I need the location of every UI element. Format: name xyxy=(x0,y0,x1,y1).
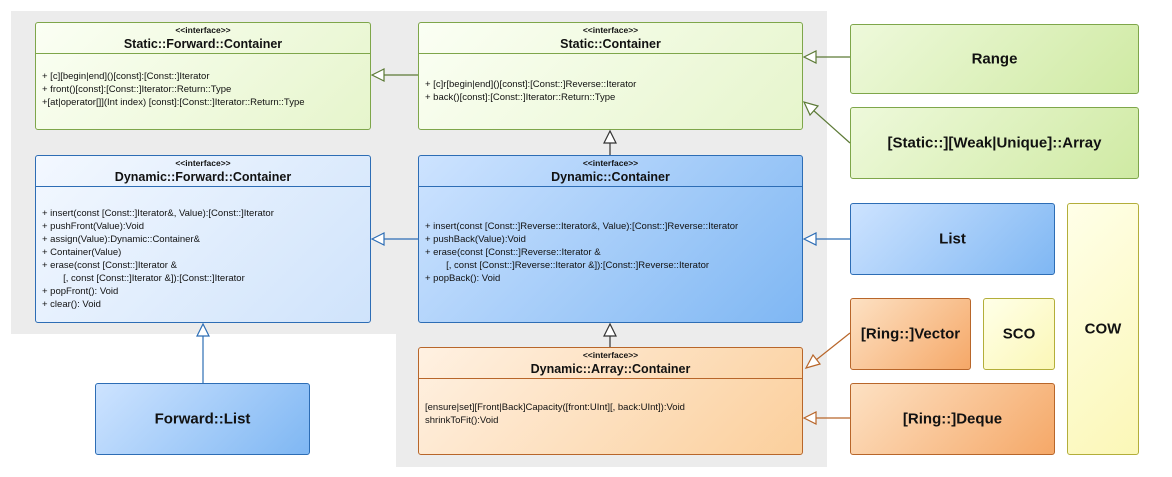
dynamic-array-container-interface[interactable]: <<interface>> Dynamic::Array::Container … xyxy=(418,347,803,455)
interface-name: Dynamic::Array::Container xyxy=(530,362,691,376)
member: + insert(const [Const::]Reverse::Iterato… xyxy=(425,221,739,232)
stereotype-label: <<interface>> xyxy=(582,158,639,168)
class-name: [Ring::]Vector xyxy=(860,325,961,343)
dynamic-container-interface[interactable]: <<interface>> Dynamic::Container + inser… xyxy=(418,155,803,323)
member: shrinkToFit():Void xyxy=(425,415,499,426)
sco-class[interactable]: SCO xyxy=(983,298,1055,370)
member: + assign(Value):Dynamic::Container& xyxy=(42,234,200,245)
class-name: Range xyxy=(971,50,1018,68)
member: [ensure|set][Front|Back]Capacity([front:… xyxy=(425,402,685,413)
generalization-dynamic-container-to-dynamic-forward-container xyxy=(370,232,418,246)
member: [, const [Const::]Iterator &]):[Const::]… xyxy=(42,273,245,284)
member: +[at|operator[]](Int index) [const]:[Con… xyxy=(42,97,305,108)
member: + Container(Value) xyxy=(42,247,122,258)
member: + [c]r[begin|end]()[const]:[Const::]Reve… xyxy=(425,79,637,90)
generalization-array-to-static-container xyxy=(802,101,851,144)
member: + pushFront(Value):Void xyxy=(42,221,145,232)
member: + erase(const [Const::]Reverse::Iterator… xyxy=(425,247,601,258)
forward-list-class[interactable]: Forward::List xyxy=(95,383,310,455)
generalization-ring-vector-to-dynamic-array-container xyxy=(804,332,851,369)
class-name: [Ring::]Deque xyxy=(902,410,1003,428)
generalization-ring-deque-to-dynamic-array-container xyxy=(802,411,850,425)
member: + popFront(): Void xyxy=(42,286,119,297)
ring-deque-class[interactable]: [Ring::]Deque xyxy=(850,383,1055,455)
static-forward-container-interface[interactable]: <<interface>> Static::Forward::Container… xyxy=(35,22,371,130)
member: + back()[const]:[Const::]Iterator::Retur… xyxy=(425,92,616,103)
stereotype-label: <<interface>> xyxy=(175,25,231,35)
interface-name: Static::Container xyxy=(560,37,661,51)
ring-vector-class[interactable]: [Ring::]Vector xyxy=(850,298,971,370)
interface-name: Static::Forward::Container xyxy=(123,37,283,51)
class-name: List xyxy=(939,230,966,248)
cow-class[interactable]: COW xyxy=(1067,203,1139,455)
generalization-list-to-dynamic-container xyxy=(802,232,850,246)
array-class[interactable]: [Static::][Weak|Unique]::Array xyxy=(850,107,1139,179)
interface-name: Dynamic::Forward::Container xyxy=(114,170,292,184)
stereotype-label: <<interface>> xyxy=(175,158,231,168)
member: + erase(const [Const::]Iterator & xyxy=(42,260,177,271)
stereotype-label: <<interface>> xyxy=(582,25,639,35)
dynamic-forward-container-interface[interactable]: <<interface>> Dynamic::Forward::Containe… xyxy=(35,155,371,323)
member: [, const [Const::]Reverse::Iterator &]):… xyxy=(425,260,710,271)
member: + popBack(): Void xyxy=(425,273,501,284)
class-name: SCO xyxy=(1002,325,1036,343)
class-name: COW xyxy=(1084,320,1122,338)
member: + pushBack(Value):Void xyxy=(425,234,526,245)
member: + front()[const]:[Const::]Iterator::Retu… xyxy=(42,84,232,95)
class-name: [Static::][Weak|Unique]::Array xyxy=(887,134,1102,152)
generalization-forward-list-to-dynamic-forward-container xyxy=(196,322,210,383)
generalization-static-container-to-static-forward-container xyxy=(370,68,418,82)
static-container-interface[interactable]: <<interface>> Static::Container + [c]r[b… xyxy=(418,22,803,130)
range-class[interactable]: Range xyxy=(850,24,1139,94)
member: + insert(const [Const::]Iterator&, Value… xyxy=(42,208,274,219)
generalization-range-to-static-container xyxy=(802,50,850,64)
generalization-dynamic-container-to-static-container xyxy=(603,129,617,155)
interface-name: Dynamic::Container xyxy=(551,170,670,184)
class-name: Forward::List xyxy=(154,410,251,428)
stereotype-label: <<interface>> xyxy=(582,350,639,360)
member: + [c][begin|end]()[const]:[Const::]Itera… xyxy=(42,71,210,82)
list-class[interactable]: List xyxy=(850,203,1055,275)
generalization-array-container-to-dynamic-container xyxy=(603,322,617,347)
member: + clear(): Void xyxy=(42,299,101,310)
